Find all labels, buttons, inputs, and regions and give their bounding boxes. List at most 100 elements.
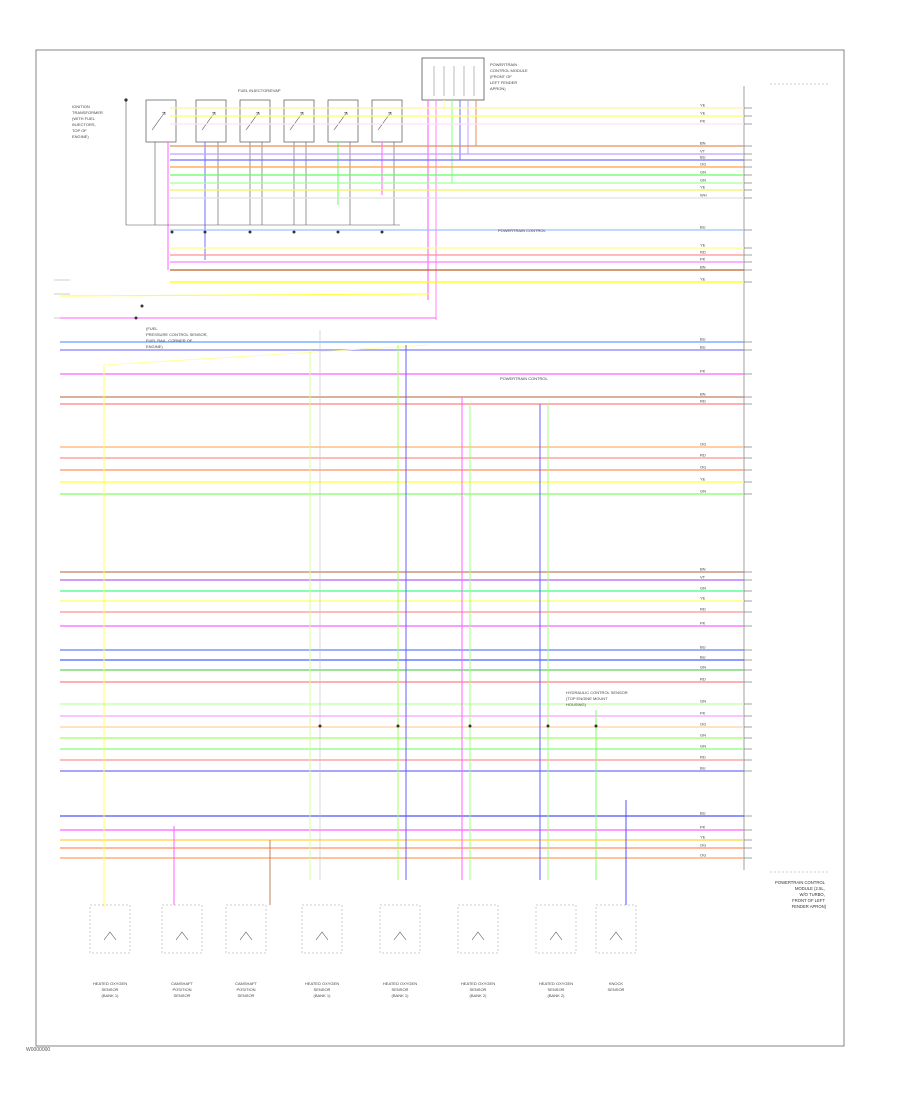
wire-14: PK [170, 257, 752, 263]
wire-21: RD [60, 399, 752, 405]
wire-code: PK [700, 621, 706, 626]
wire-code: YE [700, 477, 706, 482]
injector-5 [371, 99, 403, 225]
wire-35: GN [60, 665, 752, 671]
wire-27: BN [60, 567, 752, 573]
injector-3 [283, 99, 315, 225]
wire-code: RD [700, 607, 706, 612]
wire-code: BU [700, 811, 706, 816]
wire-3: BN [170, 141, 752, 147]
left-connector-marks [54, 279, 436, 320]
wire-code: VT [700, 575, 706, 580]
wire-38: PK [60, 711, 752, 717]
wire-code: OG [700, 162, 706, 167]
right-note: HYDRAULIC CONTROL SENSOR (TOP ENGINE MOU… [566, 690, 629, 707]
mid-note-1: POWERTRAIN CONTROL [498, 228, 546, 233]
wire-code: GN [700, 489, 706, 494]
wire-code: YE [700, 185, 706, 190]
injector-0 [145, 99, 177, 270]
wire-code: OG [700, 465, 706, 470]
wire-code: PK [700, 369, 706, 374]
wire-code: YE [700, 835, 706, 840]
wire-code: OG [700, 843, 706, 848]
wire-code: GN [700, 744, 706, 749]
wire-32: PK [60, 621, 752, 627]
wire-9: YE [170, 185, 752, 191]
wire-code: BN [700, 392, 706, 397]
top-connector-label: POWERTRAIN CONTROL MODULE (FRONT OF LEFT… [490, 62, 529, 91]
wire-43: BU [60, 766, 752, 772]
wire-code: GN [700, 170, 706, 175]
wire-26: GN [60, 489, 752, 495]
wire-34: BU [60, 655, 752, 661]
wire-39: OG [60, 722, 752, 728]
wire-code: RD [700, 399, 706, 404]
ignition-transformer-group: IGNITION TRANSFORMER (WITH FUEL INJECTOR… [72, 88, 403, 270]
vertical-feeds [103, 330, 627, 908]
wire-code: PK [700, 119, 706, 124]
mid-note-2: POWERTRAIN CONTROL [500, 376, 548, 381]
injector-2 [239, 99, 271, 225]
wire-25: YE [60, 477, 752, 483]
wire-11: BU [170, 225, 752, 231]
wire-33: BU [60, 645, 752, 651]
wire-code: GN [700, 699, 706, 704]
page-code: W0000000 [26, 1047, 51, 1053]
wire-41: GN [60, 744, 752, 750]
wire-code: WH [700, 193, 707, 198]
pcm-terminal-strip: POWERTRAIN CONTROL MODULE (2.5L, W/O TUR… [743, 83, 830, 909]
wire-4: VT [170, 149, 752, 155]
wire-code: YE [700, 596, 706, 601]
wire-code: BU [700, 655, 706, 660]
wire-12: YE [170, 243, 752, 249]
left-component-label: IGNITION TRANSFORMER (WITH FUEL INJECTOR… [72, 104, 104, 139]
wire-code: GN [700, 178, 706, 183]
pcm-label: POWERTRAIN CONTROL MODULE (2.5L, W/O TUR… [775, 880, 827, 909]
wire-23: RD [60, 453, 752, 459]
wire-8: GN [170, 178, 752, 184]
wire-31: RD [60, 607, 752, 613]
wire-37: GN [60, 699, 752, 705]
wire-code: YE [700, 243, 706, 248]
wire-20: BN [60, 392, 752, 398]
wire-6: OG [170, 162, 752, 168]
wire-code: OG [700, 722, 706, 727]
wire-15: BN [170, 265, 752, 271]
wire-code: BN [700, 141, 706, 146]
wire-code: YE [700, 103, 706, 108]
wire-30: YE [60, 596, 752, 602]
wire-code: BU [700, 645, 706, 650]
fuel-injector-header: FUEL INJECTOR/EVAP [238, 88, 281, 93]
wire-16: YE [170, 277, 752, 283]
wire-44: BU [60, 811, 752, 817]
wire-2: PK [170, 119, 752, 125]
wire-28: VT [60, 575, 752, 581]
wire-1: YE [170, 111, 752, 117]
sensor-note: (FUEL PRESSURE CONTROL SENSOR, FUEL RAIL… [146, 326, 209, 349]
wire-17: BU [60, 337, 752, 343]
wire-code: BU [700, 337, 706, 342]
wire-18: BU [60, 345, 752, 351]
wire-code: VT [700, 149, 706, 154]
wire-36: RD [60, 677, 752, 683]
wire-code: PK [700, 711, 706, 716]
wire-19: PK [60, 369, 752, 375]
wire-7: GN [170, 170, 752, 176]
wire-code: OG [700, 853, 706, 858]
wire-29: GN [60, 586, 752, 592]
wire-40: GN [60, 733, 752, 739]
